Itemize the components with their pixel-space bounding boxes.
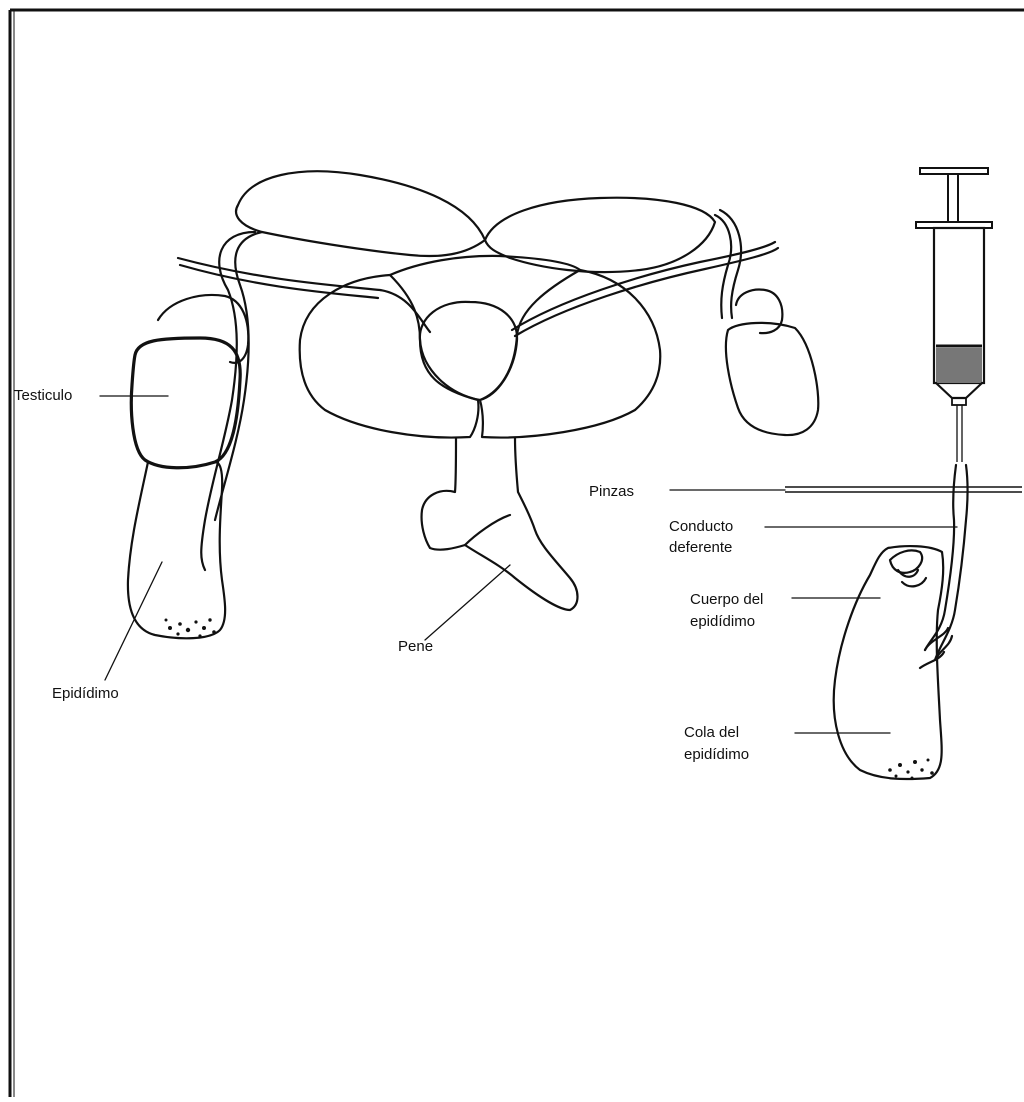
- label-testiculo: Testiculo: [14, 386, 72, 405]
- right-testis-group: [726, 290, 818, 436]
- spermatic-cords: [178, 210, 778, 570]
- label-cola-line2: epidídimo: [684, 745, 749, 764]
- bladder-lobes: [300, 256, 661, 438]
- page-frame: [10, 10, 1024, 1097]
- label-conducto-line1: Conducto: [669, 517, 733, 536]
- isolated-epididymis: [834, 465, 968, 779]
- label-conducto-line2: deferente: [669, 538, 732, 557]
- label-cola-line1: Cola del: [684, 723, 739, 742]
- label-epididimo: Epidídimo: [52, 684, 119, 703]
- label-cuerpo-line2: epidídimo: [690, 612, 755, 631]
- leader-pene: [425, 565, 510, 640]
- label-pene: Pene: [398, 637, 433, 656]
- isolated-epididymis-stipple: [888, 759, 934, 780]
- label-cuerpo-line1: Cuerpo del: [690, 590, 763, 609]
- left-epididymis-stipple: [165, 618, 216, 637]
- syringe: [916, 168, 992, 462]
- forceps: [785, 487, 1022, 492]
- label-pinzas: Pinzas: [589, 482, 634, 501]
- penis: [422, 438, 578, 610]
- leader-epididimo: [105, 562, 162, 680]
